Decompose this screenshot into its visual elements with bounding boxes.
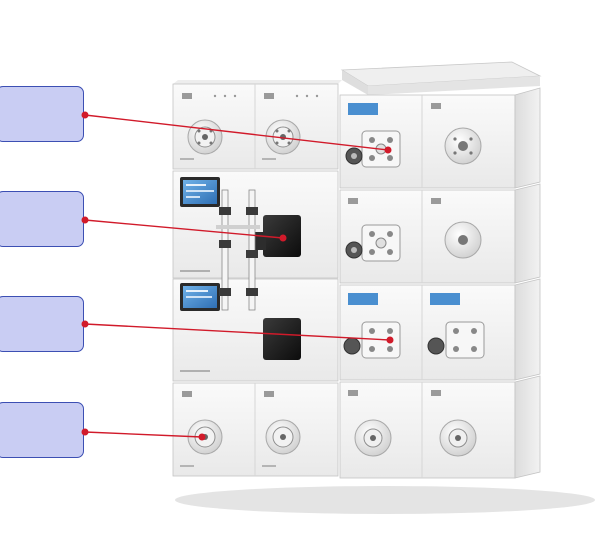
callout-box-4 (0, 402, 84, 458)
column-tubes (216, 189, 260, 311)
valve-head-icon (361, 224, 401, 262)
valve-head-icon (445, 321, 485, 359)
fitting-icon (345, 147, 363, 165)
callout-box-2 (0, 191, 84, 247)
left-stack (172, 80, 342, 477)
dial-icon (439, 419, 477, 457)
leader-line-3 (84, 323, 391, 341)
left-top-module (172, 80, 342, 170)
leader-dot-start-1 (81, 111, 89, 119)
leader-dot-start-4 (81, 428, 89, 436)
right-module-3 (339, 278, 541, 381)
left-bottom-module (172, 382, 339, 477)
right-module-4 (339, 375, 541, 479)
display-screen-icon (348, 293, 378, 305)
valve-head-icon (361, 321, 401, 359)
leader-dot-start-3 (81, 320, 89, 328)
callout-box-1 (0, 86, 84, 142)
leader-dot-end-2 (279, 234, 287, 242)
fitting-icon (427, 337, 445, 355)
callout-box-3 (0, 296, 84, 352)
leader-dot-end-4 (198, 433, 206, 441)
dial-icon (265, 419, 301, 455)
leader-dot-end-1 (384, 146, 392, 154)
dial-icon (444, 221, 482, 259)
dial-icon (354, 419, 392, 457)
leader-line-4 (84, 431, 203, 438)
right-module-1 (339, 87, 541, 189)
leader-lines (81, 111, 394, 441)
leader-line-1 (84, 114, 389, 151)
dial-icon (444, 127, 482, 165)
right-stack (339, 61, 542, 479)
left-detector-module-1 (172, 170, 339, 279)
floor-shadow (175, 486, 595, 514)
right-module-2 (339, 183, 541, 284)
fitting-icon (345, 241, 363, 259)
fitting-icon (343, 337, 361, 355)
dial-icon (265, 119, 301, 155)
dial-icon (187, 119, 223, 155)
display-screen-icon (430, 293, 460, 305)
leader-dot-end-3 (386, 336, 394, 344)
display-screen-icon (348, 103, 378, 115)
leader-dot-start-2 (81, 216, 89, 224)
detector-block (263, 318, 301, 360)
leader-line-2 (84, 219, 284, 239)
